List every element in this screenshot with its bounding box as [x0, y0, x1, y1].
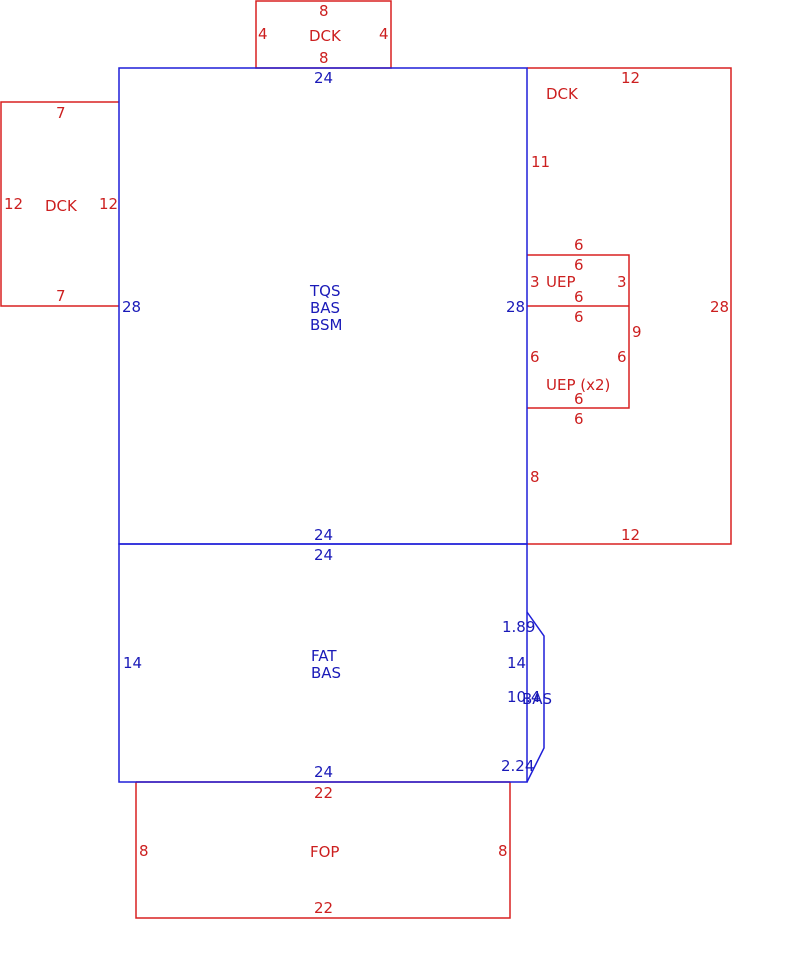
uep-large-dim-bottom-outer: 6 [574, 410, 584, 428]
porch-outline [135, 782, 511, 919]
deck-top-dim-left: 4 [258, 25, 268, 43]
addition-label-1: FAT [311, 647, 337, 665]
main-label-2: BAS [310, 299, 340, 317]
main-label-3: BSM [310, 316, 343, 334]
deck-left-dim-left: 12 [4, 195, 23, 213]
uep-large-dim-bottom-inner: 6 [574, 390, 584, 408]
uep-large-dim-overall-right: 9 [632, 323, 642, 341]
addition-label-2: BAS [311, 664, 341, 682]
main-dim-right: 28 [506, 298, 525, 316]
uep-small-label: UEP [546, 273, 576, 291]
uep-large-dim-left: 6 [530, 348, 540, 366]
deck-top-dim-bottom: 8 [319, 49, 329, 67]
deck-top-label: DCK [309, 27, 342, 45]
deck-right-dim-upper-left: 11 [531, 153, 550, 171]
uep-small-dim-right: 3 [617, 273, 627, 291]
porch-dim-right: 8 [498, 842, 508, 860]
uep-small-dim-left: 3 [530, 273, 540, 291]
deck-left-dim-top: 7 [56, 104, 66, 122]
porch-dim-bottom: 22 [314, 899, 333, 917]
deck-left-dim-bottom: 7 [56, 287, 66, 305]
deck-right-dim-bottom: 12 [621, 526, 640, 544]
main-dim-left: 28 [122, 298, 141, 316]
bay-dim-bottom: 2.24 [501, 757, 534, 775]
deck-right-dim-right: 28 [710, 298, 729, 316]
deck-right-dim-lower-left: 8 [530, 468, 540, 486]
deck-top-dim-top: 8 [319, 2, 329, 20]
uep-large-dim-top: 6 [574, 308, 584, 326]
addition-dim-top: 24 [314, 546, 333, 564]
uep-outline [527, 254, 630, 409]
deck-right-dim-top: 12 [621, 69, 640, 87]
main-dim-bottom: 24 [314, 526, 333, 544]
uep-small-dim-bottom: 6 [574, 288, 584, 306]
porch-dim-left: 8 [139, 842, 149, 860]
deck-left-dim-right: 12 [99, 195, 118, 213]
deck-left-label: DCK [45, 197, 78, 215]
addition-outline [118, 543, 528, 783]
main-label-1: TQS [309, 282, 341, 300]
bay-dim-top: 1.89 [502, 618, 535, 636]
bay-dim-front: 10.4 [507, 688, 540, 706]
deck-left-outline [0, 101, 119, 307]
deck-top-dim-right: 4 [379, 25, 389, 43]
addition-dim-left: 14 [123, 654, 142, 672]
addition-dim-bottom: 24 [314, 763, 333, 781]
porch-dim-top: 22 [314, 784, 333, 802]
uep-large-label: UEP (x2) [546, 376, 610, 394]
bay-outline [526, 611, 545, 783]
porch-label: FOP [310, 843, 339, 861]
uep-large-dim-right: 6 [617, 348, 627, 366]
uep-small-dim-top-inner: 6 [574, 256, 584, 274]
deck-right-outline [527, 67, 732, 545]
addition-dim-right: 14 [507, 654, 526, 672]
bay-label: BAS [522, 690, 552, 708]
main-dim-top: 24 [314, 69, 333, 87]
deck-right-label: DCK [546, 85, 579, 103]
uep-small-dim-top-outer: 6 [574, 236, 584, 254]
